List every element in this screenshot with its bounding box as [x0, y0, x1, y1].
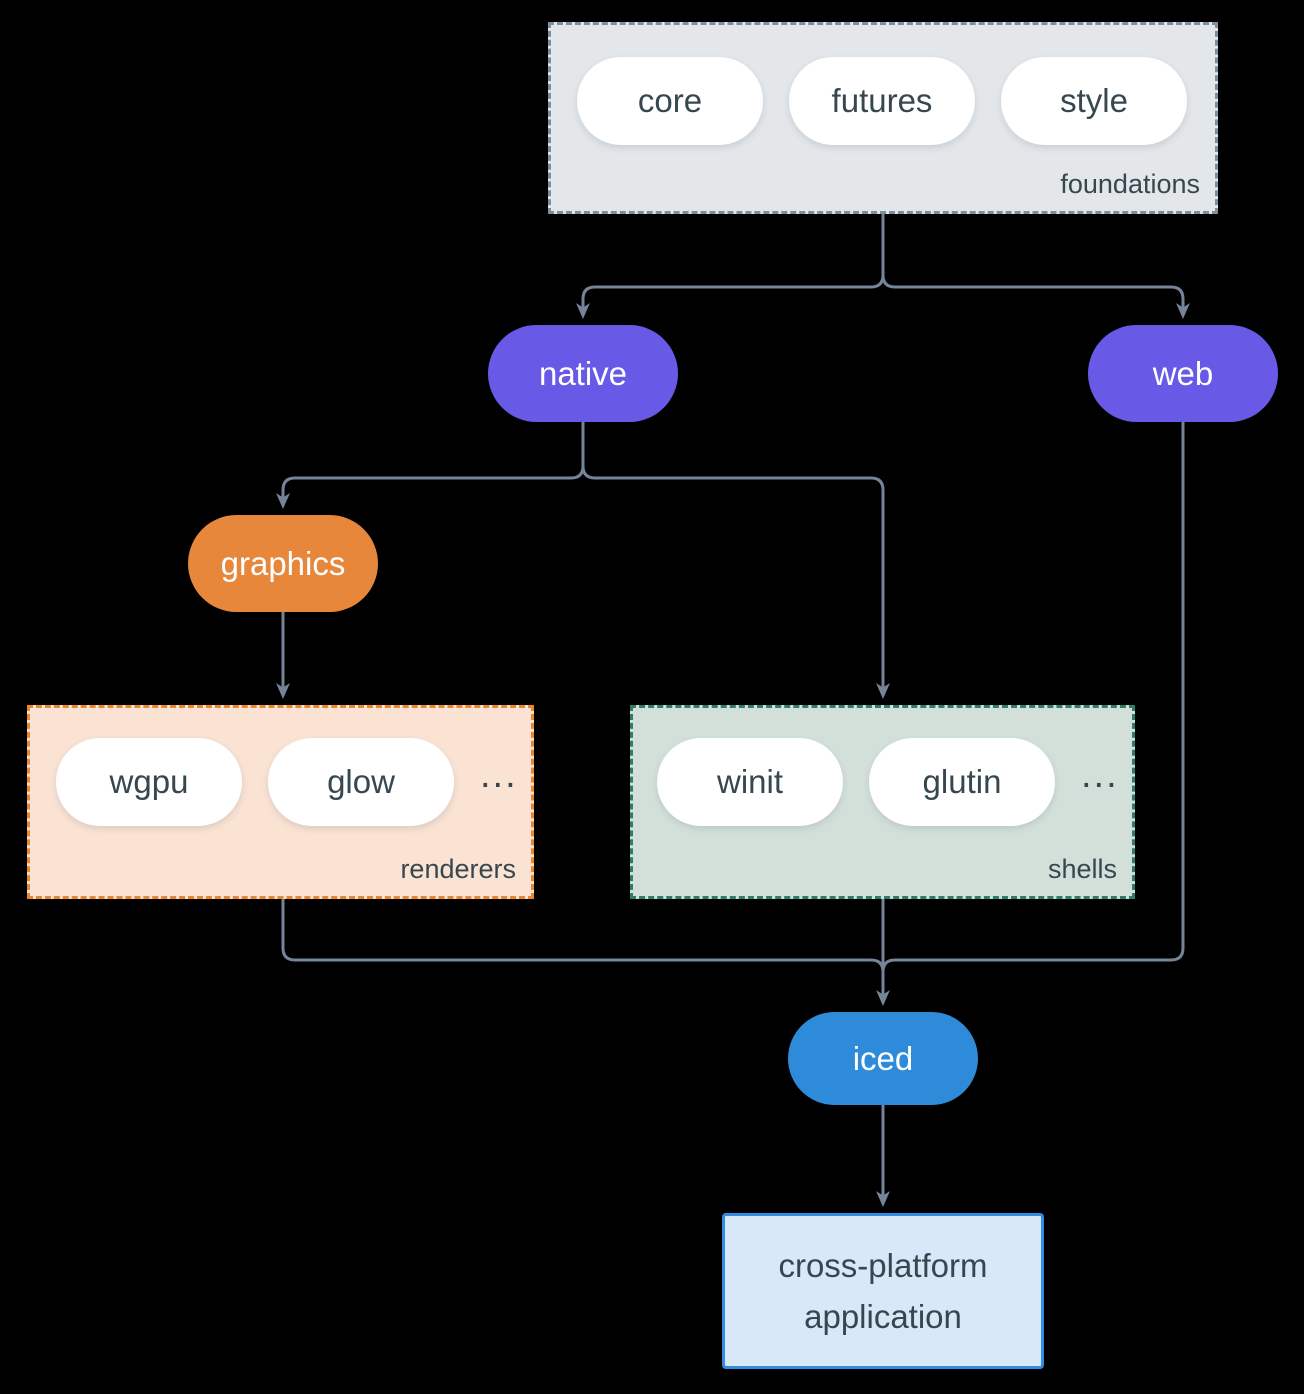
- pill-futures: futures: [789, 57, 975, 145]
- pill-glow: glow: [268, 738, 454, 826]
- pill-winit: winit: [657, 738, 843, 826]
- node-graphics: graphics: [188, 515, 378, 612]
- connector-foundations-native: [576, 214, 885, 319]
- application-box: cross-platform application: [722, 1213, 1044, 1369]
- renderers-pill-row: wgpu glow ...: [56, 738, 518, 826]
- pill-winit-label: winit: [716, 763, 784, 800]
- node-graphics-label: graphics: [220, 544, 346, 582]
- pill-core-label: core: [637, 82, 703, 119]
- connector-renderers-merge: [281, 899, 885, 973]
- connector-foundations-web: [881, 214, 1190, 319]
- connector-native-shells: [581, 421, 890, 699]
- pill-futures-label: futures: [831, 82, 933, 119]
- node-native: native: [488, 325, 678, 422]
- pill-glutin-label: glutin: [922, 763, 1002, 800]
- shells-ellipsis: ...: [1081, 753, 1119, 796]
- foundations-group: core futures style foundations: [548, 22, 1218, 214]
- renderers-group-label: renderers: [400, 854, 516, 884]
- node-native-label: native: [538, 354, 628, 392]
- node-web-label: web: [1152, 354, 1214, 392]
- pill-core: core: [577, 57, 763, 145]
- shells-pill-row: winit glutin ...: [657, 738, 1119, 826]
- node-iced-label: iced: [852, 1039, 914, 1077]
- pill-glutin: glutin: [869, 738, 1055, 826]
- foundations-pill-row: core futures style: [577, 57, 1187, 145]
- foundations-group-label: foundations: [1060, 169, 1200, 199]
- renderers-group: wgpu glow ... renderers: [27, 705, 534, 899]
- pill-style-label: style: [1060, 82, 1128, 119]
- pill-wgpu-label: wgpu: [109, 763, 189, 800]
- renderers-ellipsis: ...: [480, 753, 518, 796]
- node-iced: iced: [788, 1012, 978, 1105]
- shells-group: winit glutin ... shells: [630, 705, 1135, 899]
- pill-glow-label: glow: [327, 763, 395, 800]
- shells-group-label: shells: [1047, 854, 1117, 884]
- pill-wgpu: wgpu: [56, 738, 242, 826]
- application-label: cross-platform application: [778, 1246, 988, 1335]
- node-web: web: [1088, 325, 1278, 422]
- connector-native-graphics: [276, 421, 585, 509]
- pill-style: style: [1001, 57, 1187, 145]
